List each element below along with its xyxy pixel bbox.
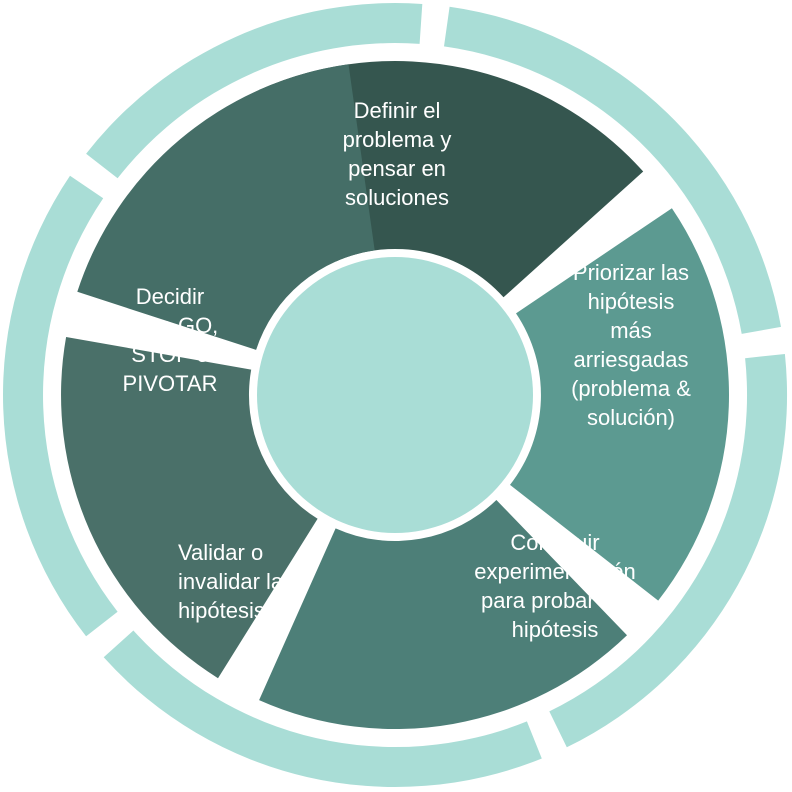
segment-label-definir: Definir el problema y pensar en solucion… xyxy=(342,98,452,210)
outer-ring-arc xyxy=(549,354,788,748)
segment-priorizar xyxy=(510,208,730,601)
center-circle xyxy=(257,257,533,533)
segment-validar xyxy=(61,337,318,679)
segment-decidir xyxy=(77,64,375,350)
segment-label-validar: Validar o invalidar las hipótesis xyxy=(178,540,295,623)
segment-label-decidir: Decidir entre GO, STOP o PIVOTAR xyxy=(121,284,219,396)
segment-construir xyxy=(259,500,627,730)
outer-ring-arc xyxy=(103,630,542,788)
outer-ring-arc xyxy=(444,6,781,334)
outer-ring xyxy=(3,3,788,788)
segment-label-priorizar: Priorizar las hipótesis más arriesgadas … xyxy=(571,260,691,430)
outer-ring-arc xyxy=(3,175,118,637)
segment-label-construir: Construir experimentación para probar la… xyxy=(474,530,636,642)
outer-ring-arc xyxy=(86,3,423,179)
segment-group xyxy=(61,61,730,730)
